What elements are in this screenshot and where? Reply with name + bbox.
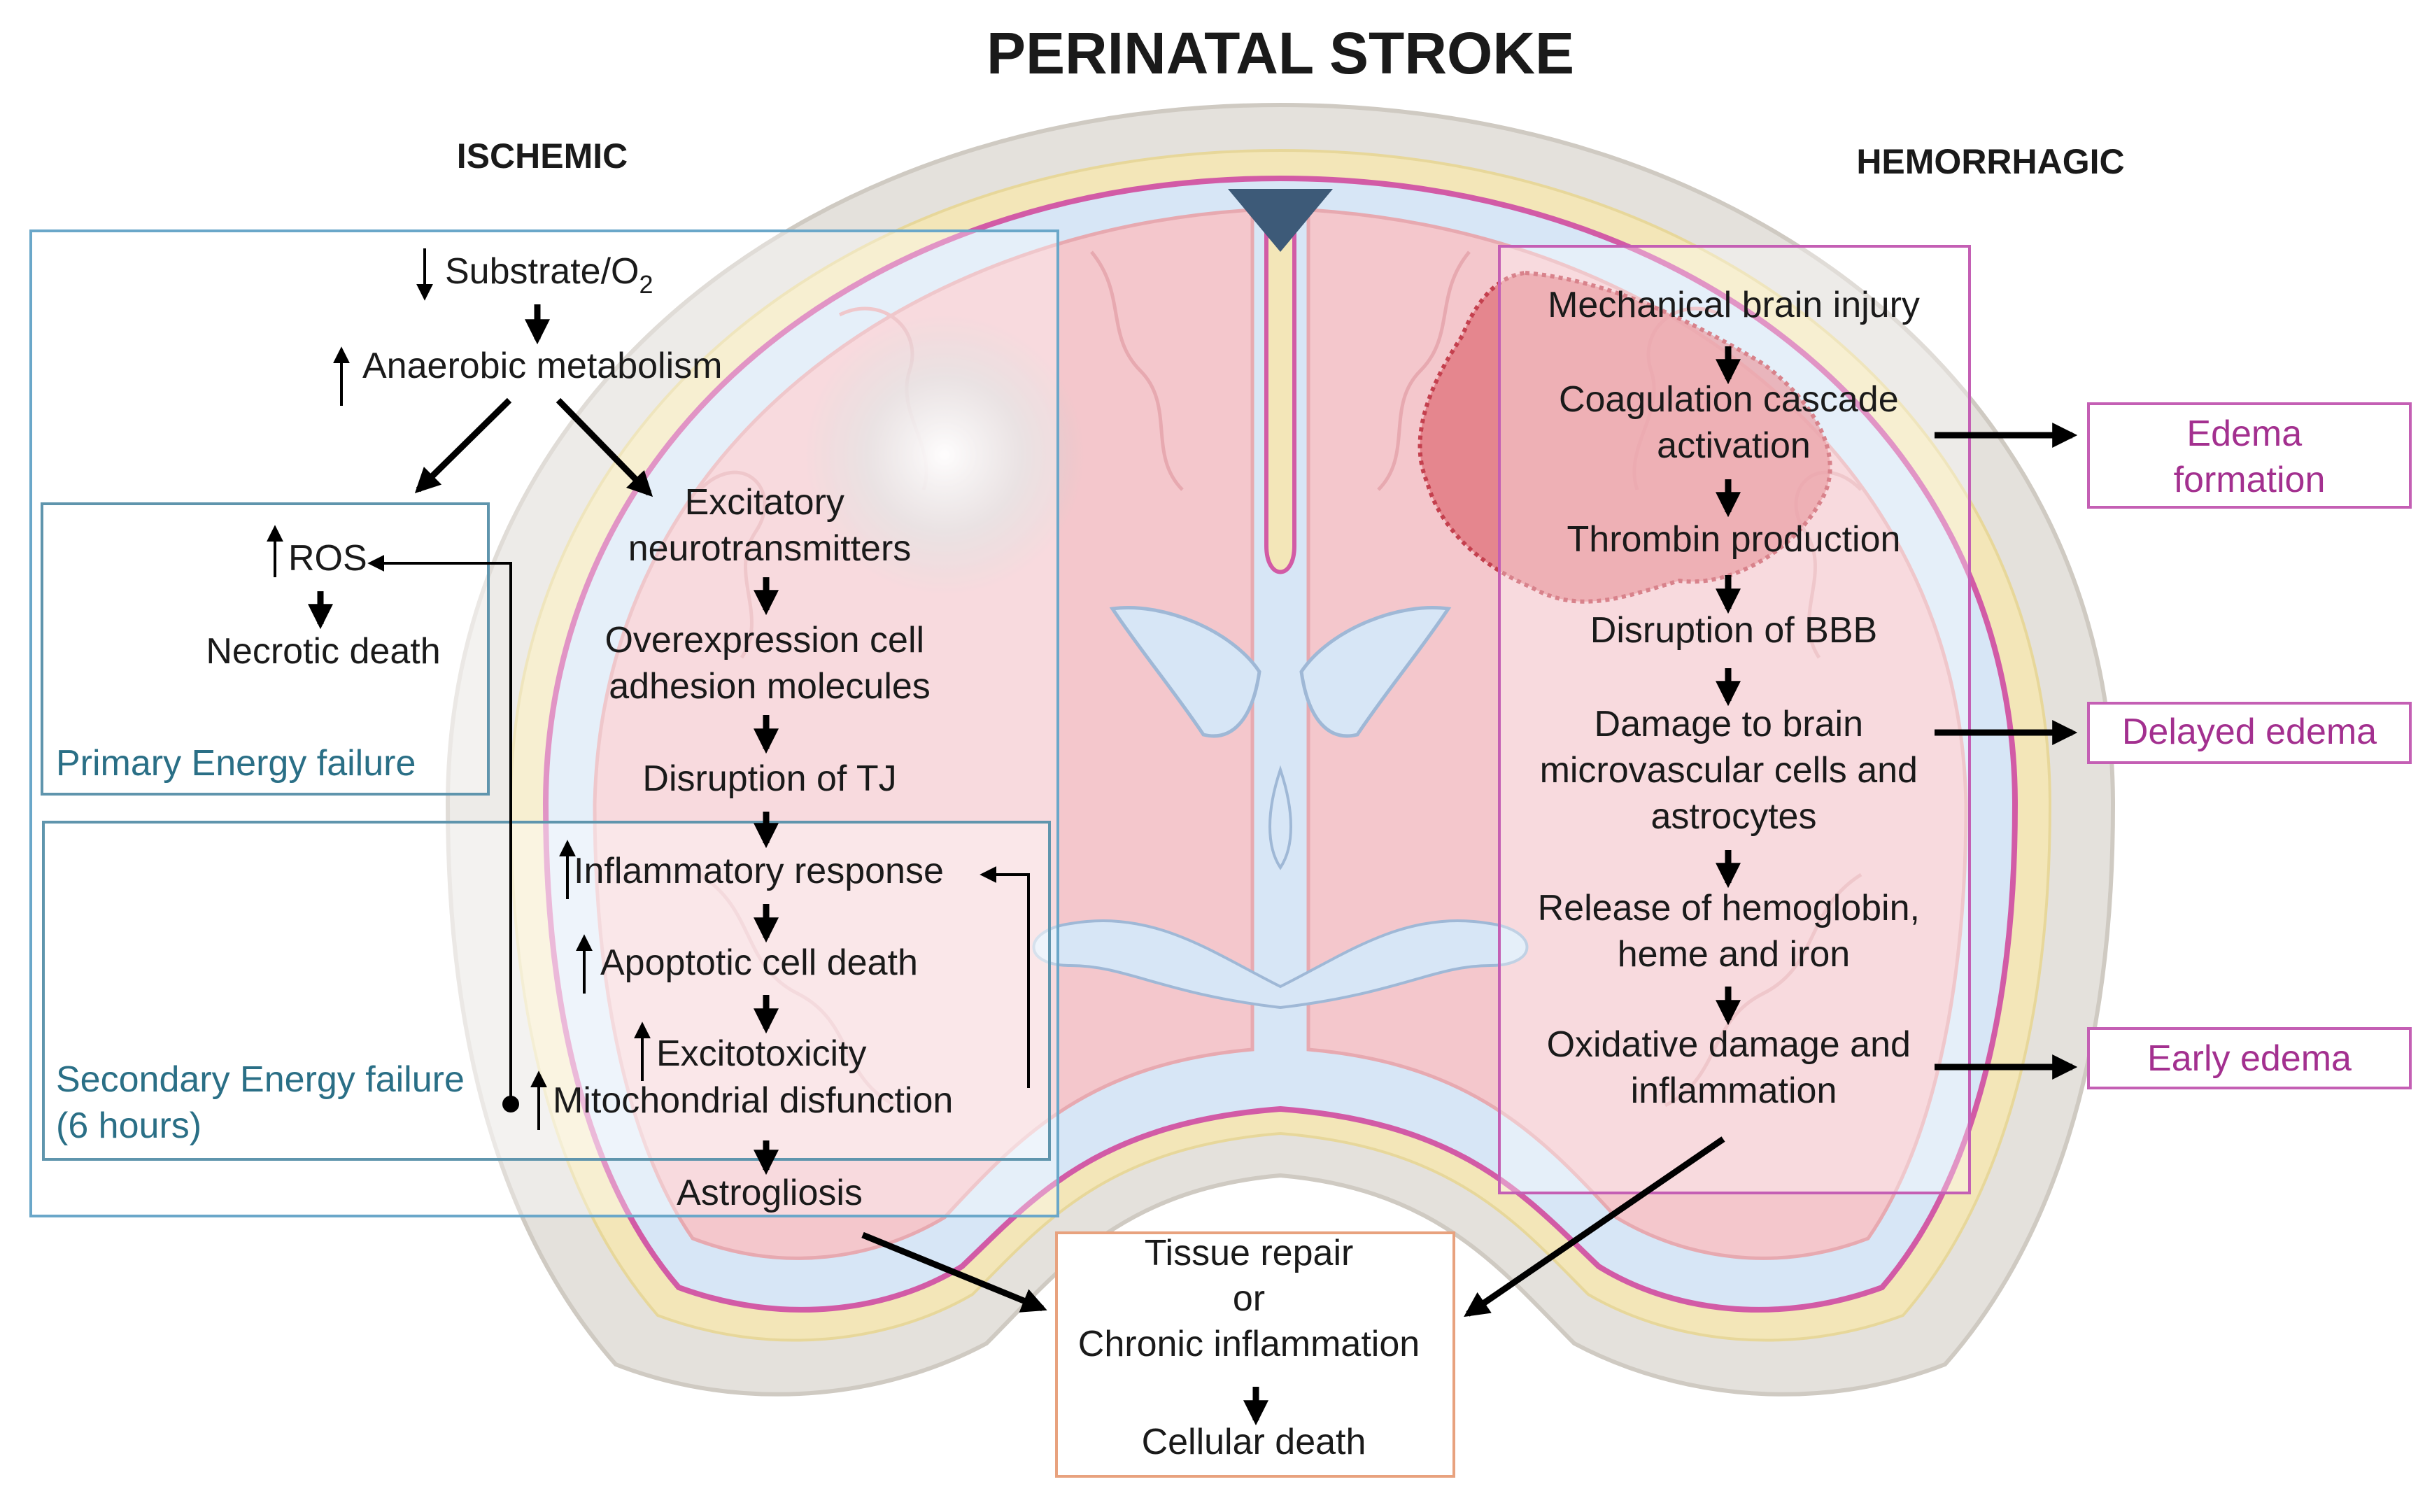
necrotic-death: Necrotic death [206,631,440,672]
feedback-origin-dot [502,1096,519,1112]
third-ventricle [1268,765,1292,870]
ischemic-lesion [805,315,1084,595]
mechanical-brain-injury: Mechanical brain injury [1548,285,1920,325]
inflammatory-response: Inflammatory response [574,851,944,891]
arrow-oxidative-outcome [1464,1136,1725,1317]
arrow-astrogliosis-outcome [861,1231,1047,1313]
secondary-label-line2: (6 hours) [56,1105,202,1146]
oxidative-line2: inflammation [1631,1071,1837,1111]
basal-cistern [1032,919,1529,1010]
ischemic-box [29,229,1059,1217]
damage-line2: microvascular cells and [1540,750,1918,791]
early-edema-label: Early edema [2147,1038,2352,1079]
release-line2: heme and iron [1618,934,1850,975]
feedback-mito-inflammatory [980,866,1030,1088]
excitatory-neurotransmitters: Excitatory neurotransmitters [628,482,912,569]
disruption-bbb: Disruption of BBB [1590,610,1877,651]
outcome-box [1055,1231,1455,1478]
chronic-inflammation: Chronic inflammation [1078,1324,1420,1364]
mitochondrial-disfunction: Mitochondrial disfunction [553,1080,953,1121]
thrombin-production: Thrombin production [1567,519,1901,560]
oxidative-damage: Oxidative damage and inflammation [1547,1024,1921,1111]
interhemispheric-fissure [1241,194,1320,574]
edema-formation-box [2087,402,2412,509]
overexpression-line2: adhesion molecules [609,666,931,707]
secondary-energy-failure-label: Secondary Energy failure (6 hours) [56,1059,474,1146]
overexpression-adhesion: Overexpression cell adhesion molecules [605,620,934,707]
primary-energy-failure-label: Primary Energy failure [56,743,416,784]
sagittal-sinus [1228,189,1333,252]
edema-formation-line2: formation [2174,460,2326,500]
hemorrhagic-heading: HEMORRHAGIC [1856,142,2124,181]
arrow-anaerobic-ros [414,397,512,494]
release-line1: Release of hemoglobin, [1538,888,1920,928]
oxidative-line1: Oxidative damage and [1547,1024,1911,1065]
lateral-ventricles [1109,606,1452,738]
hemorrhagic-box [1498,245,1971,1194]
coagulation-cascade: Coagulation cascade activation [1559,379,1909,466]
outcome-or: or [1233,1278,1265,1319]
anaerobic-metabolism: Anaerobic metabolism [362,346,722,386]
disruption-tj: Disruption of TJ [642,758,896,799]
astrogliosis: Astrogliosis [677,1173,863,1213]
edema-formation-line1: Edema [2186,414,2302,454]
page-title: PERINATAL STROKE [987,20,1574,86]
primary-energy-failure-box [41,502,490,796]
substrate-label: Substrate/O [445,251,639,292]
damage-line1: Damage to brain [1595,704,1863,744]
tissue-repair: Tissue repair [1145,1233,1354,1273]
delayed-edema-box [2087,702,2412,764]
ros-label: ROS [288,538,367,579]
release-hemoglobin: Release of hemoglobin, heme and iron [1538,888,1930,975]
early-edema-box [2087,1027,2412,1089]
excitotoxicity: Excitotoxicity [656,1033,867,1074]
svg-text:Substrate/O2: Substrate/O2 [445,251,653,299]
secondary-energy-failure-box [42,821,1051,1161]
excitatory-line1: Excitatory [685,482,844,523]
excitatory-line2: neurotransmitters [628,528,912,569]
damage-line3: astrocytes [1651,796,1817,837]
substrate-node: Substrate/O2 [416,248,653,301]
arrow-anaerobic-excitatory [556,397,653,497]
damage-microvascular: Damage to brain microvascular cells and … [1540,704,1928,837]
coagulation-line1: Coagulation cascade [1559,379,1899,420]
edema-formation-label: Edema formation [2174,414,2326,500]
apoptotic-cell-death: Apoptotic cell death [600,942,918,983]
overexpression-line1: Overexpression cell [605,620,924,660]
delayed-edema-label: Delayed edema [2122,712,2377,752]
secondary-label-line1: Secondary Energy failure [56,1059,465,1100]
coagulation-line2: activation [1657,425,1811,466]
substrate-subscript: 2 [639,270,653,299]
feedback-mito-ros [367,555,512,1104]
ischemic-heading: ISCHEMIC [457,136,628,176]
brain-illustration [445,102,2116,1397]
cellular-death: Cellular death [1142,1422,1366,1462]
